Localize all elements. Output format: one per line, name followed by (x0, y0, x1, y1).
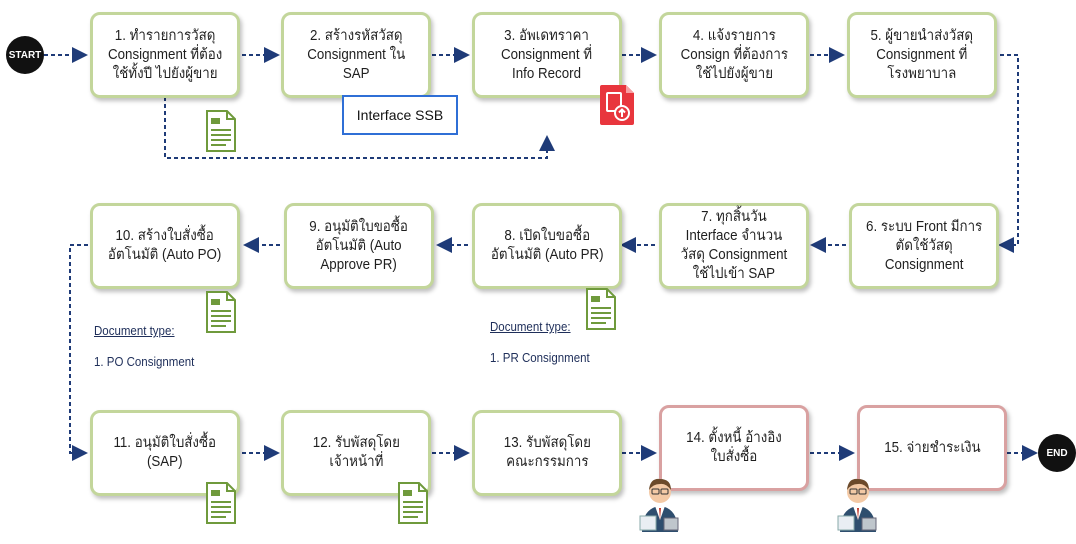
step-13-text: 13. รับพัสดุโดย คณะกรรมการ (503, 435, 591, 470)
step-3-text: 3. อัพเดทราคา Consignment ที่ Info Recor… (501, 27, 593, 82)
step-8-text: 8. เปิดใบขอซื้อ อัตโนมัติ (Auto PR) (490, 228, 604, 263)
step-15-box: 15. จ่ายชำระเงิน (857, 405, 1007, 491)
step-14-box: 14. ตั้งหนี้ อ้างอิง ใบสั่งซื้อ (659, 405, 809, 491)
end-node: END (1038, 434, 1076, 472)
interface-ssb-label: Interface SSB (342, 95, 458, 135)
pr-doc-type-item: 1. PR Consignment (490, 351, 590, 365)
document-icon (206, 291, 236, 333)
step-4-box: 4. แจ้งรายการ Consign ที่ต้องการ ใช้ไปยั… (659, 12, 809, 98)
accountant-person-icon (639, 478, 679, 532)
step-13-box: 13. รับพัสดุโดย คณะกรรมการ (472, 410, 622, 496)
step-12-text: 12. รับพัสดุโดย เจ้าหน้าที่ (312, 435, 400, 470)
pr-doc-type-label: Document type: (490, 320, 571, 334)
step-11-text: 11. อนุมัติใบสั่งซื้อ (SAP) (113, 435, 217, 470)
step-10-box: 10. สร้างใบสั่งซื้อ อัตโนมัติ (Auto PO) (90, 203, 240, 289)
document-icon (206, 482, 236, 524)
start-node: START (6, 36, 44, 74)
step-9-box: 9. อนุมัติใบขอซื้อ อัตโนมัติ (Auto Appro… (284, 203, 434, 289)
step-11-box: 11. อนุมัติใบสั่งซื้อ (SAP) (90, 410, 240, 496)
accountant-person-icon (837, 478, 877, 532)
po-doc-type-label: Document type: (94, 324, 175, 338)
step-12-box: 12. รับพัสดุโดย เจ้าหน้าที่ (281, 410, 431, 496)
step-2-text: 2. สร้างรหัสวัสดุ Consignment ใน SAP (307, 27, 405, 82)
step-6-text: 6. ระบบ Front มีการ ตัดใช้วัสดุ Consignm… (865, 218, 983, 273)
pdf-upload-icon (600, 85, 634, 125)
step-1-box: 1. ทำรายการวัสดุ Consignment ที่ต้อง ใช้… (90, 12, 240, 98)
step-5-text: 5. ผู้ขายนำส่งวัสดุ Consignment ที่ โรงพ… (870, 27, 974, 82)
arrow-1-to-3-bypass (164, 97, 555, 159)
arrow-10-to-11 (69, 244, 88, 461)
step-7-box: 7. ทุกสิ้นวัน Interface จำนวน วัสดุ Cons… (659, 203, 809, 289)
step-10-text: 10. สร้างใบสั่งซื้อ อัตโนมัติ (Auto PO) (108, 228, 222, 263)
arrow-5-to-6 (998, 54, 1019, 253)
step-1-text: 1. ทำรายการวัสดุ Consignment ที่ต้อง ใช้… (107, 27, 223, 82)
step-3-box: 3. อัพเดทราคา Consignment ที่ Info Recor… (472, 12, 622, 98)
step-7-text: 7. ทุกสิ้นวัน Interface จำนวน วัสดุ Cons… (680, 209, 788, 282)
step-8-box: 8. เปิดใบขอซื้อ อัตโนมัติ (Auto PR) (472, 203, 622, 289)
step-6-box: 6. ระบบ Front มีการ ตัดใช้วัสดุ Consignm… (849, 203, 999, 289)
step-5-box: 5. ผู้ขายนำส่งวัสดุ Consignment ที่ โรงพ… (847, 12, 997, 98)
step-15-text: 15. จ่ายชำระเงิน (883, 439, 981, 456)
document-icon (398, 482, 428, 524)
po-doc-type-item: 1. PO Consignment (94, 355, 195, 369)
document-icon (586, 288, 616, 330)
document-icon (206, 110, 236, 152)
step-9-text: 9. อนุมัติใบขอซื้อ อัตโนมัติ (Auto Appro… (309, 218, 409, 273)
step-2-box: 2. สร้างรหัสวัสดุ Consignment ใน SAP (281, 12, 431, 98)
step-14-text: 14. ตั้งหนี้ อ้างอิง ใบสั่งซื้อ (686, 430, 782, 465)
step-4-text: 4. แจ้งรายการ Consign ที่ต้องการ ใช้ไปยั… (680, 27, 788, 82)
